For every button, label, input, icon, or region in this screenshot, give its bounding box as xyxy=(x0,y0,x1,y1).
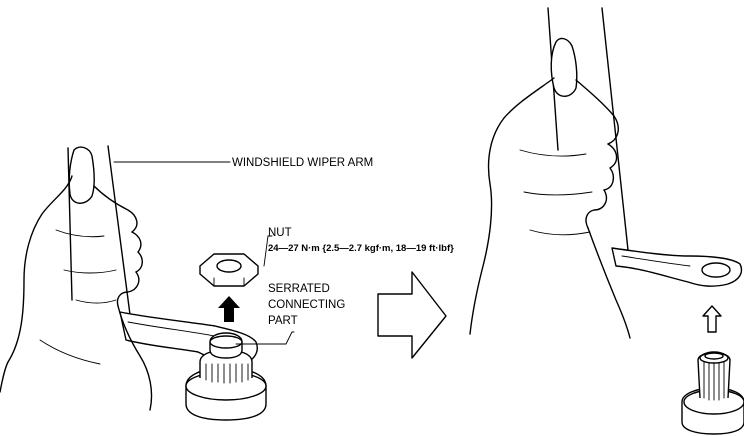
serrated-part-leader-line xyxy=(235,331,295,345)
torque-spec-label: 24—27 N·m {2.5—2.7 kgf·m, 18—19 ft·lbf} xyxy=(268,243,454,254)
nut-illustration xyxy=(199,253,259,287)
lift-arrow-icon xyxy=(702,305,722,333)
wiper-arm-label: WINDSHIELD WIPER ARM xyxy=(232,157,373,169)
serrated-label-line2: CONNECTING xyxy=(268,299,345,311)
nut-label: NUT xyxy=(268,227,292,239)
serrated-label-line1: SERRATED xyxy=(268,283,330,295)
right-pivot-shaft-illustration xyxy=(681,351,744,435)
left-scene: WINDSHIELD WIPER ARM NUT 24—27 N·m {2.5—… xyxy=(0,145,454,421)
left-hand-illustration xyxy=(0,146,153,411)
right-arrow-icon xyxy=(377,271,447,359)
right-scene xyxy=(469,7,744,435)
pivot-shaft-illustration xyxy=(185,332,267,421)
nut-leader-line xyxy=(263,235,273,267)
right-wiper-arm-illustration xyxy=(547,7,743,287)
serrated-label-line3: PART xyxy=(268,315,298,327)
right-hand-illustration xyxy=(469,37,631,339)
up-arrow-icon xyxy=(218,296,240,322)
